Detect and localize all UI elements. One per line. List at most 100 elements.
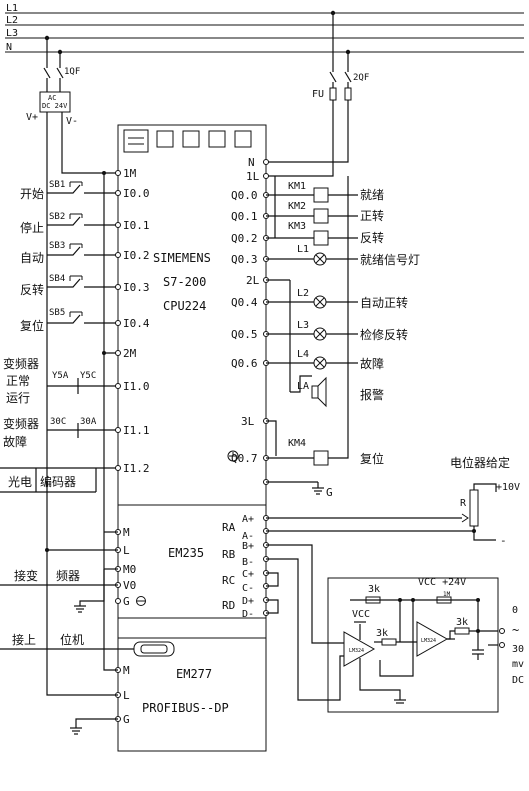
output-desc-forward: 正转: [360, 208, 384, 223]
term-q00: Q0.0: [231, 189, 258, 202]
output-terminals: N 1L Q0.0 KM1 就绪 Q0.1 KM2 正转: [231, 156, 420, 499]
fuse-1: [329, 87, 337, 101]
input-label-reverse: 反转: [20, 282, 44, 297]
term-i12: I1.2: [123, 462, 150, 475]
line-n-label: N: [6, 42, 12, 53]
output-row-q07: Q0.7 KM4 复位: [231, 438, 384, 466]
term-q05: Q0.5: [231, 328, 258, 341]
em235-term-rd: RD: [222, 599, 235, 612]
em235-term-a-plus: A+: [242, 514, 254, 525]
em235-term-m: M: [123, 526, 130, 539]
em235-term-b-plus: B+: [242, 541, 254, 552]
v-plus-label: V+: [26, 112, 38, 123]
em235-name: EM235: [168, 546, 204, 560]
profibus-connector: [133, 641, 175, 657]
contact-sb5: SB5: [49, 308, 65, 318]
input-label-stop: 停止: [20, 220, 44, 235]
term-i00: I0.0: [123, 187, 150, 200]
line-l1-label: L1: [6, 3, 18, 14]
vfd-fault-l2: 故障: [3, 434, 27, 449]
device-l4: L4: [297, 349, 309, 360]
amp-vcc: VCC: [352, 609, 370, 620]
opamp-1-icon: [343, 631, 376, 667]
contact-y5a: Y5A: [52, 371, 69, 381]
output-row-q01: Q0.1 KM2 正转: [231, 201, 384, 224]
em235-term-d-plus: D+: [242, 596, 254, 607]
amp-chip-2: LM324: [421, 638, 436, 644]
amp-r4: 1M: [443, 591, 451, 598]
term-q03: Q0.3: [231, 253, 258, 266]
input-label-auto: 自动: [20, 251, 44, 265]
device-l2: L2: [297, 288, 309, 299]
input-label-reset: 复位: [20, 318, 44, 333]
output-desc-auto-forward: 自动正转: [360, 295, 408, 310]
input-row-i10: 变频器 正常 运行 Y5A Y5C I1.0: [3, 356, 150, 405]
amp-out-0: 0: [512, 605, 518, 616]
input-row-i01: 停止 SB2 I0.1: [20, 212, 150, 235]
plc-slot-2: [182, 130, 200, 148]
term-1l: 1L: [246, 170, 260, 183]
device-km3: KM3: [288, 221, 306, 232]
input-row-i12: 光电 编码器 I1.2: [0, 462, 150, 493]
input-row-i00: 开始 SB1 I0.0: [20, 180, 150, 201]
plc-model: S7-200: [163, 275, 206, 289]
plc-indicator-block: [123, 129, 149, 153]
ps-ac-label: AC: [48, 94, 56, 102]
em277-name: EM277: [176, 667, 212, 681]
em235-term-c-minus: C-: [242, 583, 254, 594]
output-desc-reverse: 反转: [360, 230, 384, 245]
em277-term-m: M: [123, 664, 130, 677]
breaker-2qf-label: 2QF: [353, 73, 369, 83]
term-i02: I0.2: [123, 249, 150, 262]
output-desc-maint-reverse: 检修反转: [360, 327, 408, 342]
contact-sb1: SB1: [49, 180, 65, 190]
output-row-q02: Q0.2 KM3 反转: [231, 221, 384, 246]
pot-title: 电位器给定: [450, 455, 510, 470]
output-row-alarm: LA 报警: [290, 375, 384, 408]
em235-term-rc: RC: [222, 574, 235, 587]
input-row-i11: 变频器 故障 30C 30A I1.1: [3, 416, 150, 449]
contact-y5c: Y5C: [80, 371, 96, 381]
input-row-i04: 复位 SB5 I0.4: [20, 308, 150, 333]
encoder-label-2: 编码器: [40, 474, 76, 489]
plc-slot-4: [234, 130, 252, 148]
pot-minus: -: [500, 534, 507, 547]
term-i01: I0.1: [123, 219, 150, 232]
power-supply-box: [39, 91, 71, 113]
output-row-q05: Q0.5 L3 检修反转: [231, 320, 408, 342]
device-l1: L1: [297, 244, 309, 255]
amplifier-circuit: VCC +24V 3k VCC 1M 3k 3k LM324 LM324: [266, 544, 524, 713]
vfd-link-label-2: 频器: [56, 569, 80, 583]
term-i03: I0.3: [123, 281, 150, 294]
plc-brand: SIMEMENS: [153, 251, 211, 265]
term-q02: Q0.2: [231, 232, 258, 245]
em235-term-g: G: [123, 595, 130, 608]
vfd-normal-l3: 运行: [6, 391, 30, 405]
amp-out-dc: DC: [512, 675, 524, 686]
term-q07: Q0.7: [231, 452, 258, 465]
amp-out-tilde: ~: [512, 623, 519, 637]
em235-term-rb: RB: [222, 548, 236, 561]
power-bus: L1 L2 L3 N: [5, 3, 524, 53]
em277-term-g: G: [123, 713, 130, 726]
term-2m: 2M: [123, 347, 137, 360]
amp-vcc-top: VCC +24V: [418, 577, 466, 588]
vfd-fault-l1: 变频器: [3, 416, 39, 431]
output-row-q00: Q0.0 KM1 就绪: [231, 181, 384, 203]
device-km2: KM2: [288, 201, 306, 212]
em235-term-l: L: [123, 544, 130, 557]
device-km1: KM1: [288, 181, 306, 192]
fuse-label: FU: [312, 89, 324, 100]
input-row-i02: 自动 SB3 I0.2: [20, 241, 150, 265]
em277-module: EM277 PROFIBUS--DP M L G 接上 位机: [0, 535, 267, 752]
line-l2-label: L2: [6, 15, 18, 26]
amp-out-mv: mv: [512, 659, 524, 670]
output-desc-ready: 就绪: [360, 188, 384, 202]
device-la: LA: [297, 381, 309, 392]
v-minus-label: V-: [66, 116, 78, 127]
em235-term-c-plus: C+: [242, 569, 254, 580]
term-q01: Q0.1: [231, 210, 258, 223]
output-row-q03: Q0.3 L1 就绪信号灯: [231, 244, 420, 267]
pot-plus: +10V: [496, 482, 520, 493]
encoder-label-1: 光电: [8, 475, 32, 489]
